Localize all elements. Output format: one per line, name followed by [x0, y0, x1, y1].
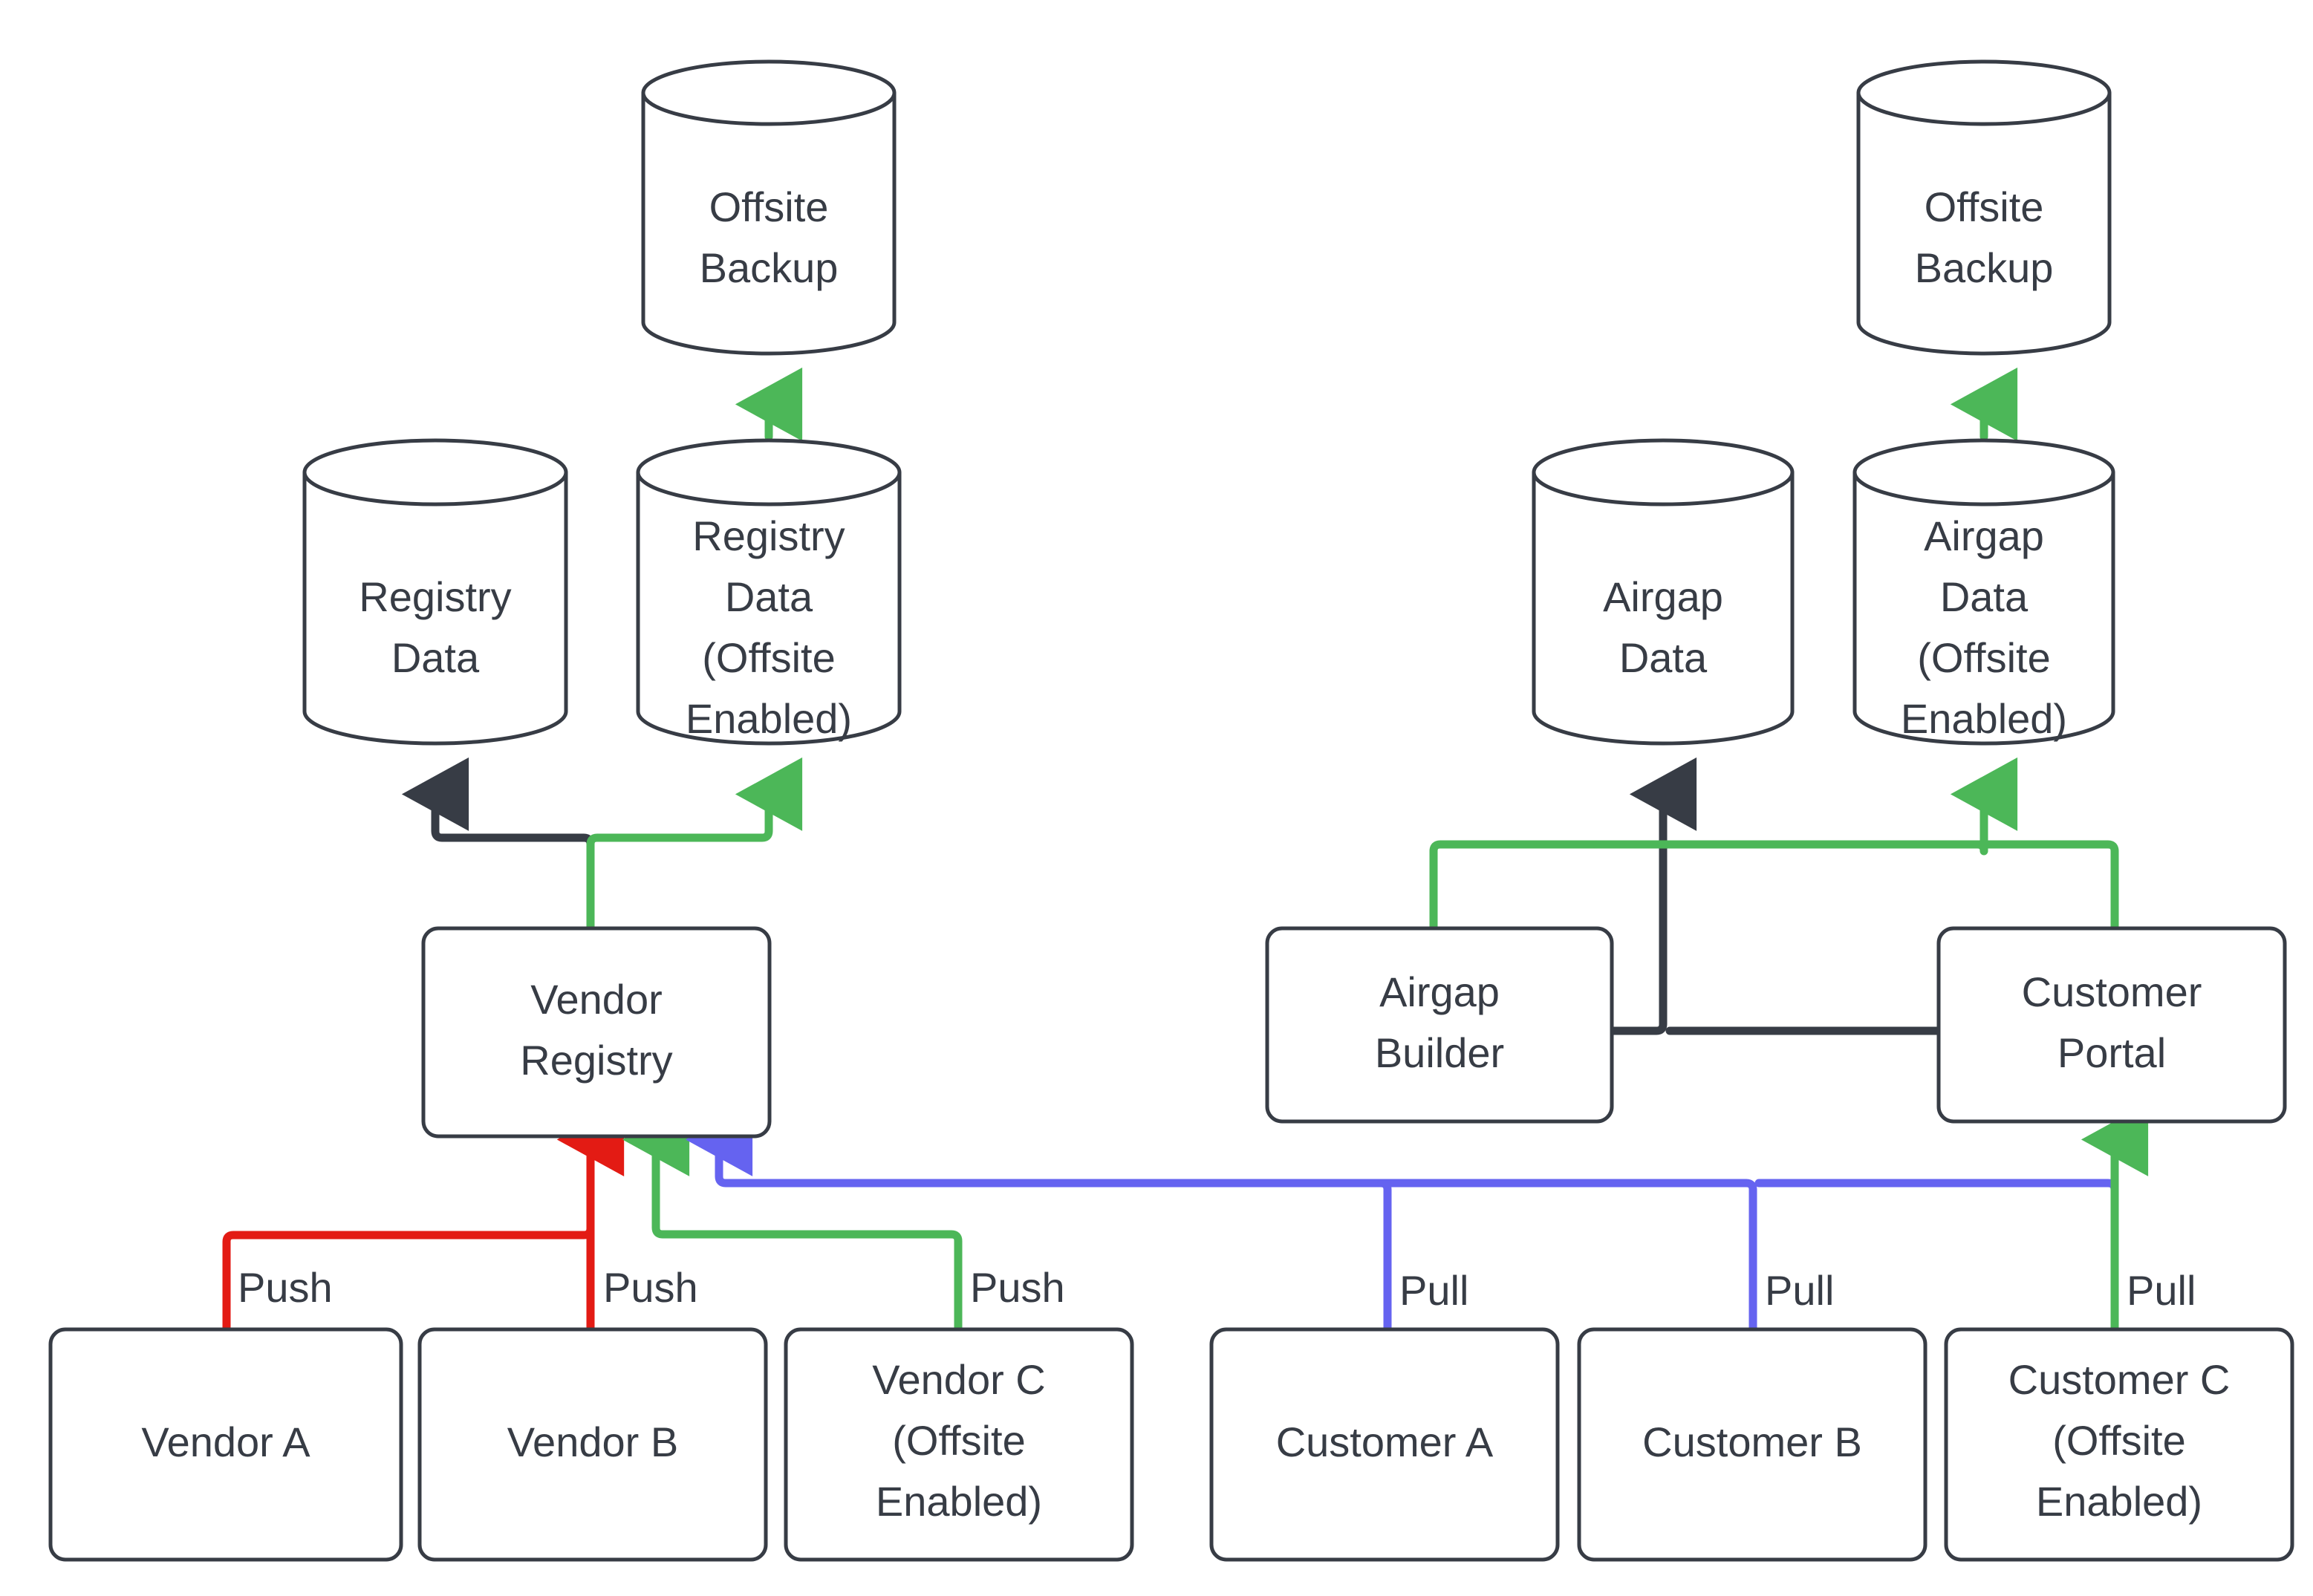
edge-label-vendor-a-push: Push	[238, 1264, 333, 1311]
node-airgap-data-offsite[interactable]: Airgap Data (Offsite Enabled)	[1852, 438, 2115, 746]
node-label-line: Backup	[700, 244, 839, 291]
cylinder-shape	[636, 470, 902, 746]
node-label-line: Offsite	[1925, 183, 2044, 230]
cylinder-top-ellipse	[636, 438, 902, 507]
edge-vendor-registry-to-registry-data-offsite	[586, 757, 803, 933]
edge-labels-layer: Push Push Push Pull Pull Pull	[238, 1264, 2196, 1314]
edge-customer-portal-to-airgap-data-offsite	[1593, 840, 2119, 933]
node-offsite-backup-right[interactable]: Offsite Backup	[1856, 59, 2112, 356]
cylinder-top-ellipse	[1532, 438, 1795, 507]
node-label-line: Airgap	[1379, 968, 1500, 1015]
node-vendor-b[interactable]: Vendor B	[417, 1327, 768, 1562]
edge-customer-b-pull	[1377, 1179, 1757, 1334]
node-label-line: Enabled)	[686, 695, 852, 742]
box-shape	[417, 1327, 768, 1562]
cylinder-shape	[1532, 470, 1795, 746]
node-label-line: Customer C	[2008, 1356, 2231, 1403]
box-shape	[1577, 1327, 1928, 1562]
node-label-line: (Offsite	[892, 1417, 1025, 1464]
node-label-line: Enabled)	[1901, 695, 2067, 742]
node-label-line: Enabled)	[2036, 1478, 2202, 1525]
node-offsite-backup-left[interactable]: Offsite Backup	[641, 59, 897, 356]
box-shape	[1265, 926, 1614, 1124]
box-shape	[421, 926, 772, 1139]
edge-airgap-builder-to-airgap-data	[1607, 757, 1697, 1035]
node-label-line: Airgap	[1603, 573, 1723, 620]
edge-label-vendor-c-push: Push	[970, 1264, 1065, 1311]
box-shape	[1936, 926, 2287, 1124]
node-vendor-c[interactable]: Vendor C (Offsite Enabled)	[784, 1327, 1134, 1562]
node-label-line: Backup	[1915, 244, 2054, 291]
node-customer-a[interactable]: Customer A	[1209, 1327, 1560, 1562]
edge-label-customer-c-pull: Pull	[2127, 1267, 2196, 1314]
node-label-line: Enabled)	[876, 1478, 1042, 1525]
box-shape	[1209, 1327, 1560, 1562]
node-registry-data[interactable]: Registry Data	[302, 438, 568, 746]
cylinder-top-ellipse	[1852, 438, 2115, 507]
cylinder-shape	[1852, 470, 2115, 746]
node-label-line: Customer A	[1276, 1419, 1494, 1465]
edge-label-customer-b-pull: Pull	[1765, 1267, 1834, 1314]
node-label-line: Data	[1619, 634, 1708, 681]
node-label-line: Data	[391, 634, 480, 681]
cylinder-top-ellipse	[302, 438, 568, 507]
edge-label-vendor-b-push: Push	[603, 1264, 698, 1311]
node-label-line: Vendor C	[872, 1356, 1046, 1403]
node-label-line: Customer	[2022, 968, 2202, 1015]
edge-airgap-builder-to-airgap-data-offsite	[1429, 757, 2018, 933]
edge-label-customer-a-pull: Pull	[1399, 1267, 1468, 1314]
box-shape	[1944, 1327, 2294, 1562]
edge-vendor-c-push	[622, 1102, 963, 1334]
node-vendor-a[interactable]: Vendor A	[48, 1327, 403, 1562]
node-label-line: Customer B	[1642, 1419, 1862, 1465]
cylinder-top-ellipse	[1856, 59, 2112, 126]
node-label-line: Vendor B	[507, 1419, 678, 1465]
node-label-line: (Offsite	[1917, 634, 2050, 681]
node-label-line: Builder	[1375, 1029, 1504, 1076]
cylinder-shape	[641, 91, 897, 356]
edge-pull-rail-right	[1754, 1179, 2119, 1194]
node-label-line: Registry	[359, 573, 511, 620]
node-label-line: Portal	[2057, 1029, 2166, 1076]
node-label-line: Airgap	[1924, 512, 2044, 559]
node-customer-c[interactable]: Customer C (Offsite Enabled)	[1944, 1327, 2294, 1562]
node-label-line: Registry	[692, 512, 845, 559]
node-label-line: Offsite	[709, 183, 829, 230]
node-label-line: Registry	[520, 1037, 672, 1084]
box-shape	[784, 1327, 1134, 1562]
node-airgap-data[interactable]: Airgap Data	[1532, 438, 1795, 746]
node-label-line: Data	[725, 573, 813, 620]
cylinder-top-ellipse	[641, 59, 897, 126]
edge-vendor-registry-to-registry-data	[401, 757, 595, 933]
cylinder-shape	[1856, 91, 2112, 356]
node-customer-b[interactable]: Customer B	[1577, 1327, 1928, 1562]
cylinder-shape	[302, 470, 568, 746]
node-vendor-registry[interactable]: Vendor Registry	[421, 926, 772, 1139]
node-label-line: (Offsite	[702, 634, 835, 681]
node-label-line: (Offsite	[2052, 1417, 2185, 1464]
node-label-line: Vendor	[530, 976, 663, 1023]
edges-layer	[222, 367, 2149, 1334]
node-airgap-builder[interactable]: Airgap Builder	[1265, 926, 1614, 1124]
box-shape	[48, 1327, 403, 1562]
node-customer-portal[interactable]: Customer Portal	[1936, 926, 2287, 1124]
node-registry-data-offsite[interactable]: Registry Data (Offsite Enabled)	[636, 438, 902, 746]
node-label-line: Vendor A	[141, 1419, 310, 1465]
node-label-line: Data	[1940, 573, 2029, 620]
